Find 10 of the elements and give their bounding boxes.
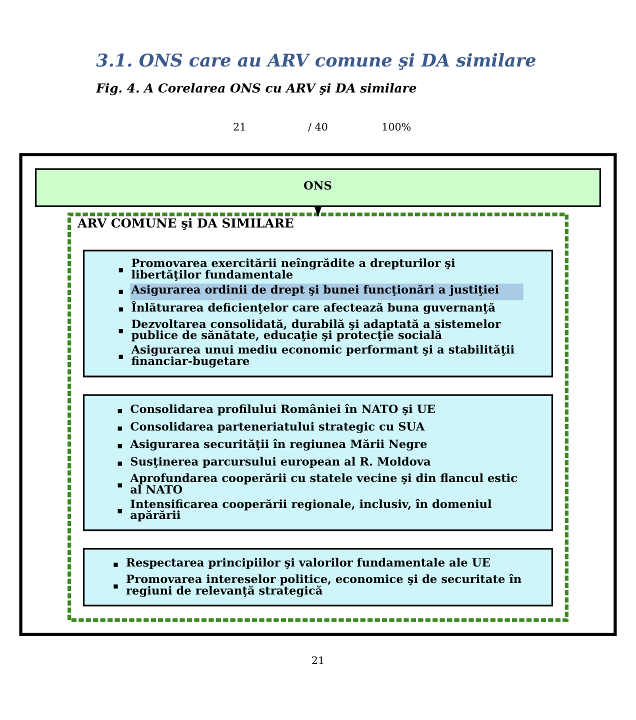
label: / 40 [308, 120, 328, 133]
node-box: Respectarea principiilor şi valorilor fundamentale ale UE Promovarea intereselor politice, economice şi de securitate în regiuni de relevanţă strategică [82, 548, 554, 606]
label: 21 [311, 654, 325, 666]
caption: Fig. 4. A Corelarea ONS cu ARV şi DA similare [96, 80, 417, 95]
node-box: Consolidarea profilului României în NATO şi UE Consolidarea parteneriatului strategic cu SUA Asigurarea securităţii în regiunea Mării Negre Susţinerea parcursului european al R. Moldova Aprofundarea cooperării cu statele vecine şi din flancul estic al NATO Intensificarea cooperării regionale, inclusiv, în domeniul apărării [82, 394, 554, 531]
cluster [19, 152, 617, 636]
label: 21 [233, 120, 246, 133]
diagram-title: 3.1. ONS care au ARV comune şi DA similare [96, 51, 536, 72]
node-box: Promovarea exercitării neîngrădite a drepturilor şi libertăţilor fundamentale Asigurarea ordinii de drept şi bunei funcţionări a justiţiei Înlăturarea deficienţelor care afectează buna guvernanţă Dezvoltarea consolidată, durabilă şi adaptată a sistemelor publice de sănătate, educaţie şi protecţie socială Asigurarea unui mediu economic performant şi a stabilităţii financiar-bugetare [82, 249, 554, 377]
label: 100% [382, 120, 412, 133]
